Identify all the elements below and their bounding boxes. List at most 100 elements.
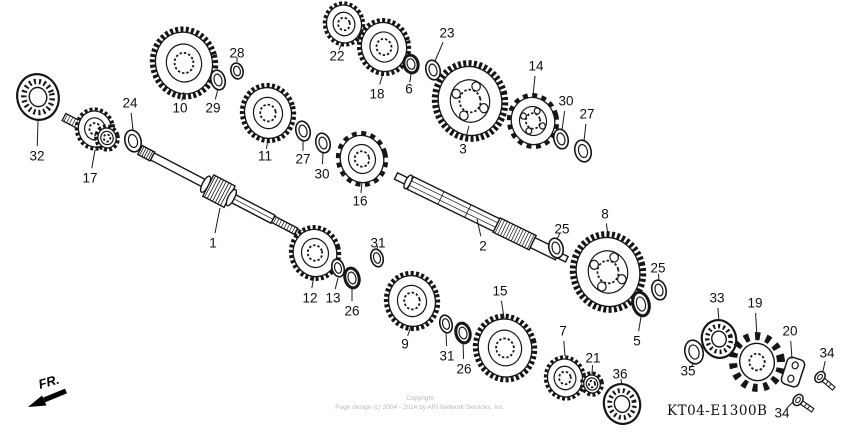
callout-11[interactable]: 11 (258, 149, 272, 164)
leader-line-24 (130, 112, 134, 131)
diagram-geometry (16, 1, 836, 425)
washer-35 (683, 339, 705, 365)
leader-line-34 (786, 401, 794, 409)
collar-13 (330, 258, 346, 278)
leader-line-30 (321, 151, 324, 165)
leader-line-5 (638, 316, 642, 332)
callout-3[interactable]: 3 (459, 142, 467, 157)
callout-32[interactable]: 32 (29, 149, 44, 164)
leader-line-11 (265, 139, 269, 149)
callout-21[interactable]: 21 (585, 351, 600, 366)
fr-arrow-icon (28, 395, 47, 407)
callout-7[interactable]: 7 (559, 324, 567, 339)
fr-label: FR. (37, 372, 61, 392)
callout-20[interactable]: 20 (782, 324, 797, 339)
callout-31[interactable]: 31 (439, 349, 454, 364)
watermark-line2: Page design (c) 2004 - 2014 by ARI Netwo… (335, 404, 505, 411)
leader-line-7 (563, 340, 566, 357)
gear-21 (580, 371, 604, 397)
circlip-30-a (314, 132, 332, 154)
hub-14 (506, 93, 560, 149)
bearing-33 (700, 319, 738, 359)
part-code-label: KT04-E1300B (667, 403, 767, 419)
callout-25[interactable]: 25 (650, 261, 665, 276)
leader-line-19 (755, 312, 758, 338)
callout-19[interactable]: 19 (747, 296, 762, 311)
gear-11 (239, 82, 297, 144)
gear-3 (431, 60, 509, 142)
leader-line-17 (91, 149, 96, 169)
callout-18[interactable]: 18 (369, 87, 384, 102)
fr-indicator: FR. (28, 372, 67, 407)
leader-line-25 (657, 273, 660, 282)
gear-10 (149, 26, 219, 100)
callout-13[interactable]: 13 (325, 291, 340, 306)
callout-6[interactable]: 6 (405, 82, 413, 97)
callout-16[interactable]: 16 (352, 194, 367, 209)
callout-34[interactable]: 34 (819, 346, 835, 361)
fr-arrow-shaft (43, 388, 67, 403)
circlip-30-b (552, 128, 570, 150)
leader-line-34 (822, 360, 826, 372)
callout-17[interactable]: 17 (82, 171, 97, 186)
callout-9[interactable]: 9 (401, 337, 409, 352)
callout-27[interactable]: 27 (295, 152, 310, 167)
callout-30[interactable]: 30 (558, 94, 573, 109)
leader-line-12 (311, 275, 315, 289)
callout-10[interactable]: 10 (172, 101, 187, 116)
callout-35[interactable]: 35 (680, 364, 695, 379)
gear-8 (569, 231, 647, 313)
callout-31[interactable]: 31 (370, 236, 385, 251)
bolt-34-a (814, 370, 836, 391)
gear-7 (543, 355, 587, 401)
leader-line-16 (360, 182, 363, 193)
callout-26[interactable]: 26 (456, 362, 471, 377)
callout-14[interactable]: 14 (528, 59, 544, 74)
watermark-line1: Copyright (406, 395, 434, 402)
circlip-31-a (369, 248, 385, 268)
callout-27[interactable]: 27 (579, 107, 594, 122)
washer-27-a (294, 120, 312, 142)
leader-line-3 (465, 125, 470, 140)
leader-line-13 (334, 277, 339, 290)
callout-12[interactable]: 12 (302, 291, 317, 306)
collar-6 (402, 53, 420, 75)
bearing-32 (16, 73, 60, 121)
callout-5[interactable]: 5 (633, 334, 641, 349)
circlip-31-b (438, 314, 454, 334)
washer-27-b (573, 139, 593, 163)
callout-24[interactable]: 24 (122, 96, 138, 111)
callout-34[interactable]: 34 (774, 406, 790, 421)
callout-29[interactable]: 29 (205, 101, 220, 116)
callout-36[interactable]: 36 (612, 367, 627, 382)
callout-22[interactable]: 22 (329, 49, 344, 64)
leader-line-32 (36, 119, 39, 147)
gear-12 (288, 225, 342, 281)
leader-line-31 (445, 331, 448, 347)
plate-20 (780, 356, 806, 388)
leader-line-9 (407, 325, 412, 337)
callout-30[interactable]: 30 (314, 167, 329, 182)
leader-line-20 (790, 340, 793, 360)
callout-33[interactable]: 33 (709, 291, 724, 306)
callout-15[interactable]: 15 (492, 284, 507, 299)
callout-26[interactable]: 26 (344, 304, 359, 319)
bearing-36 (602, 383, 642, 425)
callout-23[interactable]: 23 (439, 26, 454, 41)
gear-17-pinion (94, 124, 120, 152)
callout-2[interactable]: 2 (479, 239, 487, 254)
callout-25[interactable]: 25 (554, 222, 569, 237)
leader-line-1 (214, 207, 221, 234)
callout-1[interactable]: 1 (209, 236, 217, 251)
callout-8[interactable]: 8 (601, 207, 609, 222)
leader-line-30 (561, 110, 566, 131)
leader-line-14 (532, 75, 536, 97)
leader-line-15 (500, 300, 505, 319)
circlip-28 (230, 62, 244, 80)
washer-24 (123, 129, 143, 153)
callout-28[interactable]: 28 (229, 46, 244, 61)
leader-line-21 (591, 365, 594, 375)
gear-22 (322, 1, 366, 47)
